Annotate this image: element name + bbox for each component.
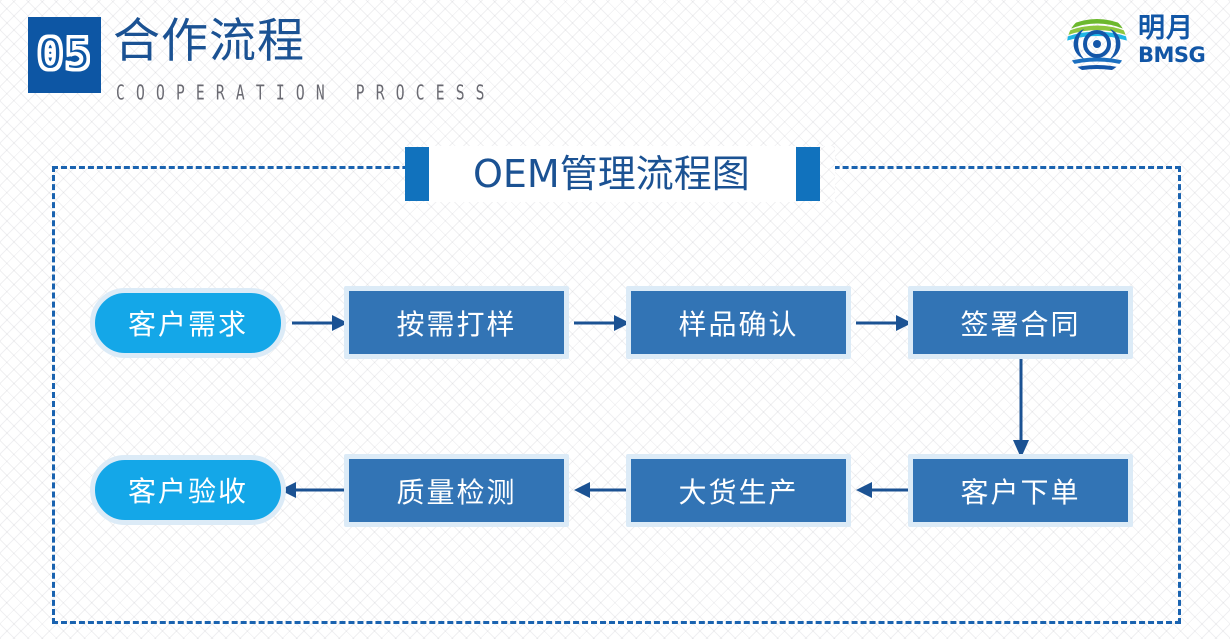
title-bar-left-icon: [405, 147, 429, 201]
chart-title-group: OEM管理流程图: [405, 146, 820, 202]
flow-node-label: 按需打样: [396, 307, 517, 341]
flow-node-bulk-production[interactable]: 大货生产: [626, 454, 851, 527]
connector-n4-n5: [1008, 354, 1034, 458]
section-number-badge: 05: [28, 17, 101, 93]
chart-title: OEM管理流程图: [429, 146, 796, 202]
brand-name-cn: 明月: [1138, 13, 1194, 44]
flow-node-label: 客户验收: [127, 475, 248, 508]
connector-n7-n8: [280, 477, 348, 503]
flow-node-label: 大货生产: [678, 475, 799, 509]
flow-node-label: 质量检测: [396, 475, 517, 509]
flow-node-quality-inspection[interactable]: 质量检测: [344, 454, 569, 527]
flow-node-label: 客户需求: [127, 308, 248, 341]
brand-logo: 明月 BMSG: [1062, 9, 1214, 81]
connector-n5-n6: [856, 477, 912, 503]
flow-node-sign-contract[interactable]: 签署合同: [908, 286, 1133, 359]
page-subtitle: COOPERATION PROCESS: [116, 82, 496, 106]
connector-n2-n3: [574, 310, 630, 336]
title-bar-right-icon: [795, 147, 820, 201]
flow-node-sampling-on-demand[interactable]: 按需打样: [344, 286, 569, 359]
flow-node-sample-confirmation[interactable]: 样品确认: [626, 286, 851, 359]
flow-node-label: 样品确认: [678, 307, 799, 341]
brand-logo-text: 明月 BMSG: [1138, 15, 1214, 66]
flow-node-label: 客户下单: [960, 475, 1081, 509]
connector-n3-n4: [856, 310, 912, 336]
flow-node-customer-acceptance[interactable]: 客户验收: [90, 455, 286, 525]
section-number-label: 05: [36, 29, 93, 80]
connector-n1-n2: [292, 310, 348, 336]
connector-n6-n7: [574, 477, 630, 503]
page-title: 合作流程: [113, 14, 305, 69]
mingyue-globe-logo-icon: [1062, 9, 1132, 79]
flow-node-label: 签署合同: [960, 307, 1081, 341]
flow-node-customer-requirement[interactable]: 客户需求: [90, 288, 286, 358]
flow-node-customer-order[interactable]: 客户下单: [908, 454, 1133, 527]
brand-name-en: BMSG: [1138, 43, 1206, 67]
